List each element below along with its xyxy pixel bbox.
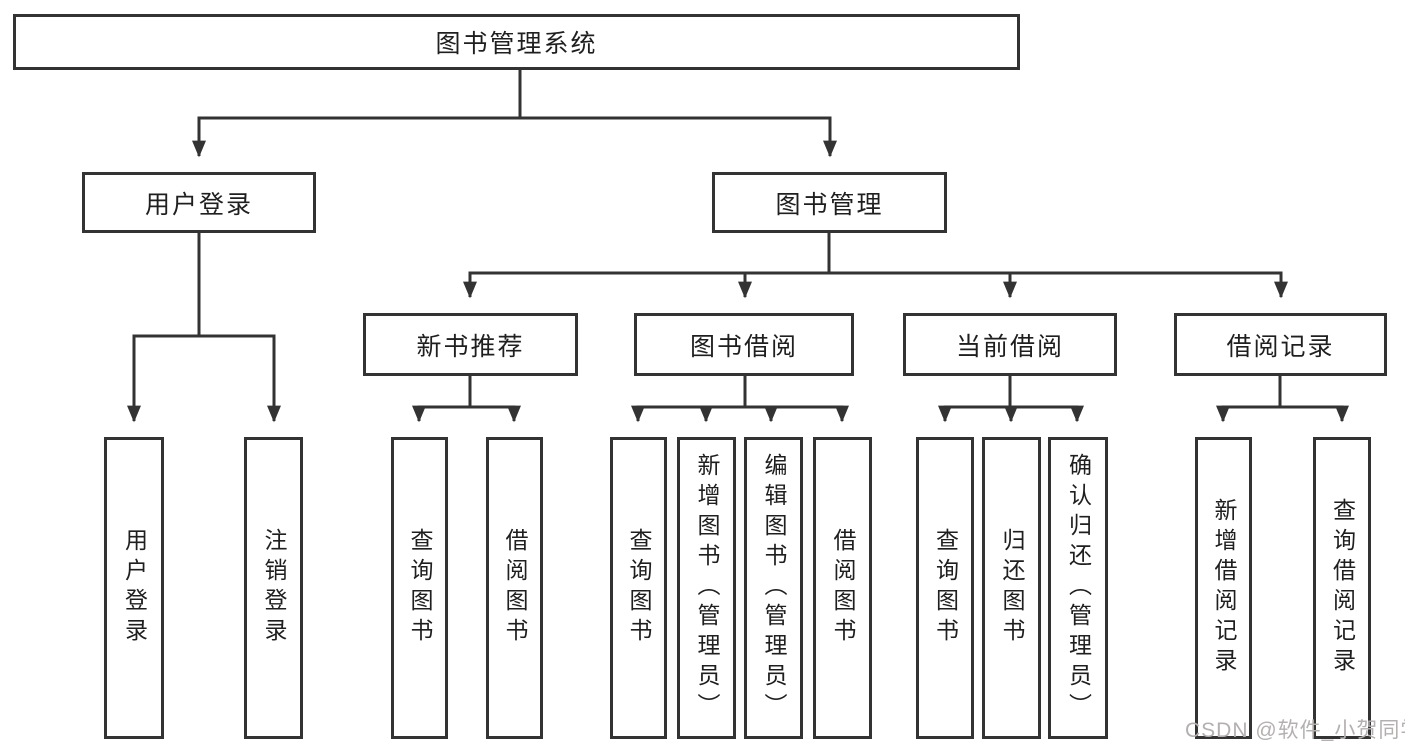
leaf-borrow-books-borrowing: 借阅图书 xyxy=(813,437,872,739)
connector-borrowing-records xyxy=(1223,376,1342,409)
node-new-book-recommendation: 新书推荐 xyxy=(363,313,578,376)
leaf-confirm-return-admin: 确认归还（管理员） xyxy=(1048,437,1108,739)
node-user-login: 用户登录 xyxy=(82,172,316,233)
leaf-add-borrow-record: 新增借阅记录 xyxy=(1195,437,1252,739)
leaf-edit-book-admin: 编辑图书（管理员） xyxy=(744,437,803,739)
node-book-borrowing: 图书借阅 xyxy=(634,313,854,376)
connector-book-borrowing xyxy=(638,376,842,409)
leaf-user-login: 用户登录 xyxy=(104,437,164,739)
csdn-watermark: CSDN @软件_小贺同学 xyxy=(1185,719,1405,742)
node-current-borrowing: 当前借阅 xyxy=(903,313,1117,376)
leaf-query-books-current: 查询图书 xyxy=(916,437,974,739)
connector-current-borrowing xyxy=(945,376,1077,409)
connector-user-login xyxy=(134,233,274,338)
node-borrowing-records: 借阅记录 xyxy=(1174,313,1387,376)
leaf-query-borrow-record: 查询借阅记录 xyxy=(1313,437,1371,739)
leaf-logout: 注销登录 xyxy=(244,437,303,739)
leaf-return-books: 归还图书 xyxy=(982,437,1041,739)
connector-book-management xyxy=(470,233,1281,275)
node-book-management: 图书管理 xyxy=(712,172,947,233)
leaf-borrow-books-recommend: 借阅图书 xyxy=(486,437,543,739)
leaf-query-books-borrowing: 查询图书 xyxy=(610,437,667,739)
connector-root xyxy=(199,70,830,120)
leaf-query-books-recommend: 查询图书 xyxy=(391,437,448,739)
leaf-add-book-admin: 新增图书（管理员） xyxy=(677,437,736,739)
connector-new-book-recommendation xyxy=(419,376,514,409)
node-library-management-system: 图书管理系统 xyxy=(13,14,1020,70)
